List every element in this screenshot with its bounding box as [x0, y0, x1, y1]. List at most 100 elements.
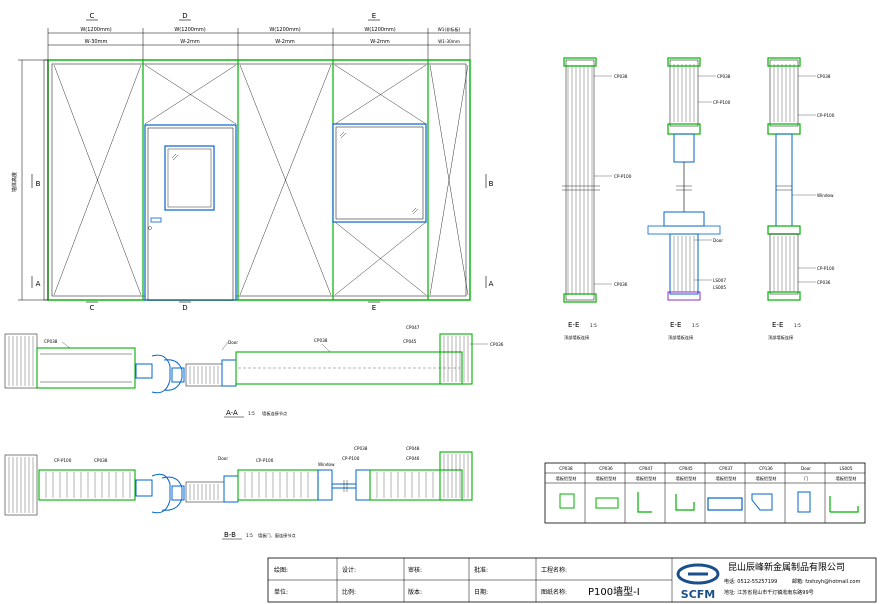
tb-review-label: 审核:	[408, 566, 422, 574]
tb-drawing-label: 绘图:	[274, 566, 288, 574]
callout-cp-p100-bb2: CP-P100	[256, 458, 274, 463]
marker-bottom-d: D	[182, 304, 187, 312]
callout-window-bb: Window	[318, 462, 335, 467]
parts-name-7: 门	[804, 475, 808, 482]
parts-header-8: LS005	[840, 466, 853, 471]
ee-left-desc: 顶部墙板连接	[564, 334, 590, 341]
tb-phone: 电话: 0512-55257199	[724, 578, 777, 585]
tb-address: 地址: 江苏省昆山市千灯镇淞南东路99号	[724, 589, 814, 596]
ee-mid-scale: 1:5	[692, 323, 699, 328]
callout-cp048-bb: CP048	[406, 446, 420, 451]
callout-cp036-ee1: CP036	[614, 282, 628, 287]
parts-header-7: Door	[801, 466, 811, 471]
marker-top-c: C	[90, 12, 95, 20]
callout-cp-p100-ee3b: CP-P100	[817, 266, 835, 271]
section-ee-right: CP038 CP-P100 Window CP-P100 CP036 E-E 1…	[767, 57, 835, 341]
dim-bottom-1: W-30mm	[85, 39, 108, 45]
dim-top-1: W(1200mm)	[80, 27, 111, 33]
ee-mid-desc: 顶部墙板连接	[668, 334, 694, 341]
dim-bottom-5: W1-30mm	[438, 39, 460, 44]
marker-right-b: B	[489, 180, 494, 188]
tb-scale-label: 比例:	[342, 588, 356, 596]
dim-top-5: W1(非标板)	[438, 26, 461, 33]
parts-name-4: 墙板铝型材	[676, 475, 697, 482]
parts-table: CP038 CP036 CP047 CP045 CP037 CP136 Door…	[544, 462, 866, 524]
callout-cp038-aa: CP038	[44, 339, 58, 344]
callout-cp038-bb2: CP038	[354, 446, 368, 451]
callout-cp-p100-bb3: CP-P100	[342, 456, 360, 461]
bb-title: B-B	[224, 531, 236, 539]
dim-bottom-3: W-2mm	[275, 39, 295, 45]
aa-title: A-A	[226, 409, 238, 417]
callout-cp036-aa: CP036	[490, 342, 504, 347]
marker-left-b: B	[36, 180, 41, 188]
dim-bottom-2: W-2mm	[180, 39, 200, 45]
aa-scale: 1:5	[248, 411, 255, 416]
dim-top-2: W(1200mm)	[174, 27, 205, 33]
callout-cp038-aa2: CP038	[314, 338, 328, 343]
callout-cp-p100-ee3: CP-P100	[817, 113, 835, 118]
window-elevation	[332, 123, 427, 223]
parts-name-1: 墙板铝型材	[556, 475, 577, 482]
parts-name-5: 墙板铝型材	[716, 475, 737, 482]
bb-scale: 1:5	[246, 533, 253, 538]
tb-approve-label: 批准:	[474, 566, 488, 574]
callout-window-ee3: Window	[817, 193, 834, 198]
callout-cp038-bb: CP038	[94, 458, 108, 463]
dim-top-4: W(1200mm)	[364, 27, 395, 33]
tb-drawing-name: P100墙型-I	[588, 585, 640, 598]
parts-name-8: 墙板铝型材	[836, 475, 857, 482]
parts-name-2: 墙板铝型材	[596, 475, 617, 482]
callout-cp038-ee1: CP038	[614, 74, 628, 79]
tb-unit-label: 单位:	[274, 588, 288, 596]
aa-desc: 墙板连接节点	[262, 410, 287, 417]
ee-right-scale: 1:5	[794, 323, 801, 328]
parts-header-6: CP136	[759, 466, 773, 471]
marker-top-d: D	[182, 12, 187, 20]
height-label: 墙体高度	[11, 172, 18, 192]
callout-door-aa: Door	[228, 340, 238, 345]
company-logo: SCFM	[676, 563, 720, 601]
callout-cp-p100-bb: CP-P100	[54, 458, 72, 463]
ee-left-scale: 1:5	[590, 323, 597, 328]
parts-name-3: 墙板铝型材	[636, 475, 657, 482]
parts-header-4: CP045	[679, 466, 693, 471]
wall-elevation: C D E W(1200mm) W(1200mm) W(1200mm) W(12…	[11, 12, 494, 312]
ee-mid-title: E-E	[670, 321, 681, 329]
logo-text: SCFM	[681, 588, 715, 601]
parts-header-5: CP037	[719, 466, 733, 471]
door-elevation	[144, 124, 237, 301]
marker-left-a: A	[36, 280, 41, 288]
section-ee-left: CP038 CP-P100 CP036 E-E 1:5 顶部墙板连接	[562, 57, 632, 341]
marker-bottom-c: C	[90, 304, 95, 312]
parts-header-2: CP036	[599, 466, 613, 471]
callout-cp036-ee3: CP036	[817, 280, 831, 285]
tb-version-label: 版本:	[408, 588, 422, 596]
callout-door-bb: Door	[218, 456, 228, 461]
tb-date-label: 日期:	[474, 588, 488, 596]
callout-cp-p100-ee1: CP-P100	[614, 174, 632, 179]
parts-name-6: 墙板铝型材	[756, 475, 777, 482]
section-ee-mid: CP038 CP-P100 Door LS007 LS005 E-E 1:5 顶…	[647, 57, 731, 341]
parts-header-1: CP038	[559, 466, 573, 471]
section-bb: CP-P100 CP038 Door CP-P100 Window CP-P10…	[4, 446, 473, 540]
ee-right-desc: 顶部墙板连接	[768, 334, 794, 341]
tb-design-label: 设计:	[342, 566, 356, 574]
title-block: 绘图: 设计: 审核: 批准: 工程名称: 单位: 比例: 版本: 日期: 图纸…	[267, 557, 877, 603]
callout-ls005-ee2: LS005	[713, 285, 726, 290]
dim-top-3: W(1200mm)	[269, 27, 300, 33]
dim-bottom-4: W-2mm	[370, 39, 390, 45]
ee-left-title: E-E	[568, 321, 579, 329]
callout-cp038-ee3: CP038	[817, 74, 831, 79]
parts-header-3: CP047	[639, 466, 653, 471]
callout-door-ee2: Door	[713, 238, 723, 243]
tb-email: 邮箱: fzshzyh@hotmail.com	[792, 578, 860, 585]
marker-right-a: A	[489, 280, 494, 288]
bb-desc: 墙板门、窗连接节点	[258, 532, 296, 539]
callout-ls007-ee2: LS007	[713, 278, 726, 283]
ee-right-title: E-E	[772, 321, 783, 329]
callout-cp-p100-ee2: CP-P100	[713, 100, 731, 105]
callout-cp047-aa: CP047	[406, 325, 420, 330]
callout-cp046-bb: CP046	[406, 456, 420, 461]
